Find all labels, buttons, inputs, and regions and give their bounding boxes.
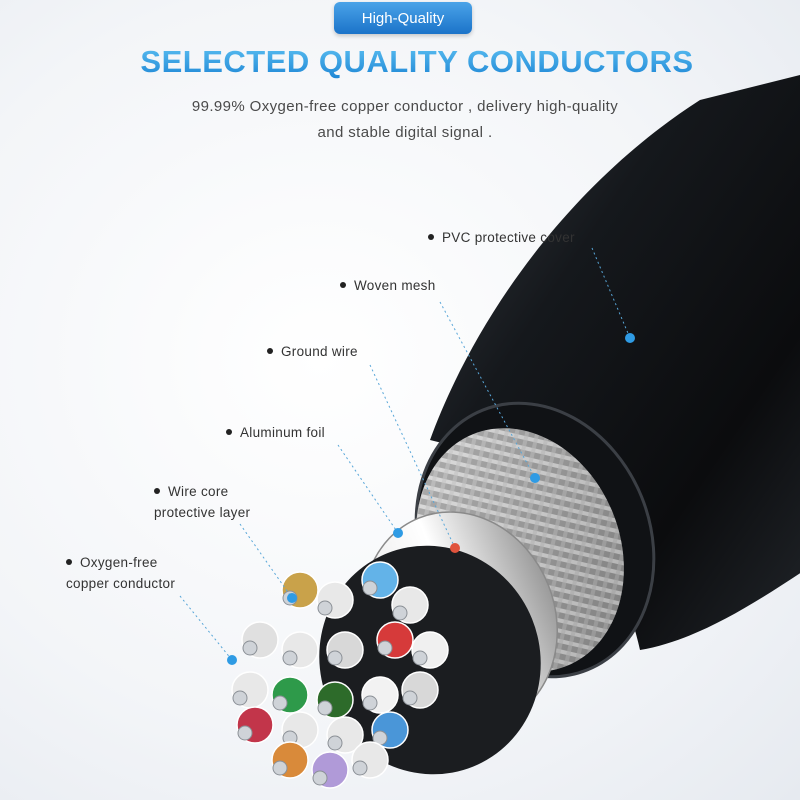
bullet-dot <box>428 234 434 241</box>
label-copper-line-1: Oxygen-free <box>66 552 175 573</box>
pvc-jacket <box>430 75 800 650</box>
copper-core <box>362 695 378 711</box>
copper-core <box>232 690 248 706</box>
leader-dot-pvc <box>625 333 635 343</box>
label-copper-conductor: Oxygen-free copper conductor <box>66 552 175 594</box>
label-wire-core-line-2: protective layer <box>154 505 251 520</box>
copper-core <box>327 735 343 751</box>
headline: SELECTED QUALITY CONDUCTORS <box>0 44 800 80</box>
label-woven-mesh: Woven mesh <box>340 275 436 296</box>
bullet-dot <box>340 282 346 289</box>
subtitle-line-1: 99.99% Oxygen-free copper conductor , de… <box>191 98 619 115</box>
copper-core <box>362 580 378 596</box>
copper-core <box>392 605 408 621</box>
subtitle-line-2: and stable digital signal . <box>317 124 493 141</box>
copper-core <box>272 695 288 711</box>
bullet-dot <box>226 429 232 436</box>
copper-core <box>312 770 328 786</box>
copper-core <box>282 650 298 666</box>
copper-core <box>237 725 253 741</box>
copper-core <box>402 690 418 706</box>
copper-core <box>352 760 368 776</box>
copper-core <box>327 650 343 666</box>
label-wire-core: Wire core protective layer <box>154 481 250 523</box>
leader-dot-ground <box>450 543 460 553</box>
copper-core <box>272 760 288 776</box>
copper-core <box>242 640 258 656</box>
copper-core <box>317 700 333 716</box>
copper-core <box>412 650 428 666</box>
label-wire-core-line-1: Wire core <box>154 481 250 502</box>
label-pvc-cover: PVC protective cover <box>428 227 575 248</box>
label-ground-wire: Ground wire <box>267 341 358 362</box>
copper-core <box>377 640 393 656</box>
leader-dot-copper <box>227 655 237 665</box>
label-copper-line-2: copper conductor <box>66 576 176 591</box>
leader-dot-mesh <box>530 473 540 483</box>
bullet-dot <box>154 488 160 495</box>
copper-core <box>317 600 333 616</box>
subtitle: 99.99% Oxygen-free copper conductor , de… <box>120 94 690 146</box>
bullet-dot <box>66 559 72 566</box>
high-quality-badge: High-Quality <box>334 2 472 34</box>
label-aluminum-foil: Aluminum foil <box>226 422 325 443</box>
bullet-dot <box>267 348 273 355</box>
leader-dot-core <box>287 593 297 603</box>
leader-dot-foil <box>393 528 403 538</box>
